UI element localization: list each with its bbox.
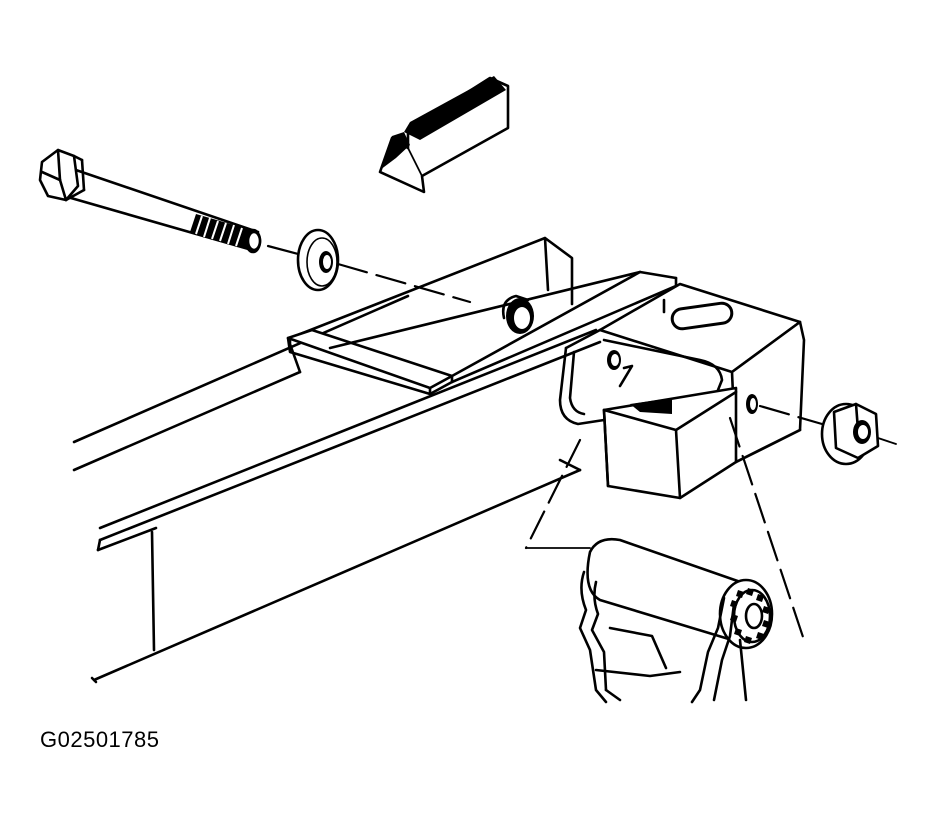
washer-axis-line xyxy=(336,262,472,304)
nut-axis-end xyxy=(877,437,897,445)
flat-washer xyxy=(296,228,340,292)
leaf-spring-eye-bushing xyxy=(578,537,774,704)
direction-arrow xyxy=(378,76,510,194)
frame-rail xyxy=(72,236,678,684)
flange-nut xyxy=(820,402,880,466)
nut-axis-line xyxy=(758,404,824,426)
figure-id-label: G02501785 xyxy=(40,727,160,752)
spring-hanger-bracket xyxy=(558,282,806,500)
callout-line-right xyxy=(728,416,806,642)
callout-line-left xyxy=(524,438,582,550)
bolt-axis-line xyxy=(266,244,300,256)
hex-bolt xyxy=(38,148,262,254)
